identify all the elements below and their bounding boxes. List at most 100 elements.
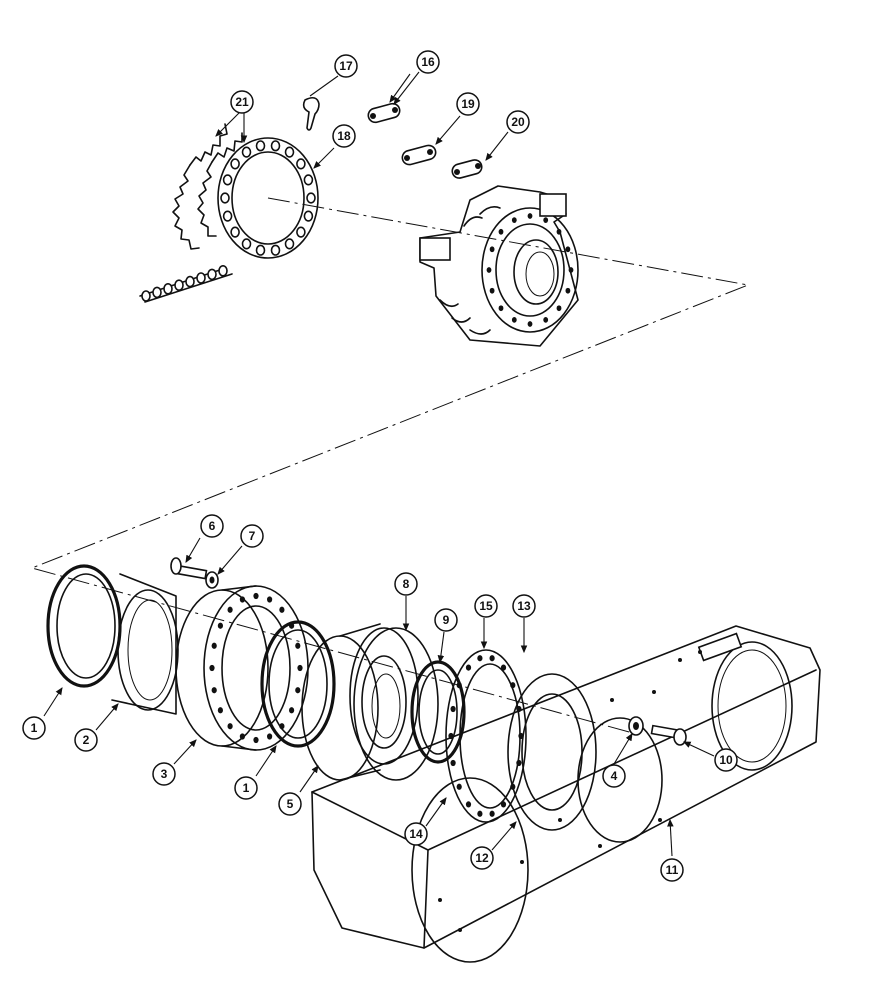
hub-bolt-hole <box>527 321 533 327</box>
ring-gear-bolt-hole <box>450 759 456 767</box>
callout-15: 15 <box>474 594 498 618</box>
flange-bolt-hole <box>267 733 273 740</box>
callout-9: 9 <box>434 608 458 632</box>
ring-gear-bolt-hole <box>450 705 456 713</box>
flange-bolt-hole <box>295 642 301 649</box>
chaincase-housing-11 <box>311 625 821 963</box>
o-ring-1a <box>46 564 122 688</box>
chain-roller <box>241 146 252 158</box>
flange-bolt-hole <box>253 736 259 744</box>
washer-7 <box>205 571 219 589</box>
svg-text:9: 9 <box>443 613 450 627</box>
case-hole <box>598 844 602 848</box>
svg-text:7: 7 <box>249 529 256 543</box>
drive-chain <box>139 137 319 303</box>
svg-text:20: 20 <box>511 115 525 129</box>
svg-text:13: 13 <box>517 599 531 613</box>
hub-bolt-hole <box>511 317 517 323</box>
svg-text:11: 11 <box>666 863 679 877</box>
case-hole <box>558 818 562 822</box>
drive-hub-housing <box>419 185 579 347</box>
svg-text:8: 8 <box>403 577 410 591</box>
ring-gear-15 <box>445 649 527 823</box>
flange-bolt-hole <box>217 707 223 714</box>
chain-roller <box>303 174 314 186</box>
callout-2: 2 <box>74 728 98 752</box>
chain-roller <box>218 264 228 277</box>
svg-text:21: 21 <box>235 95 249 109</box>
chain-roller <box>220 192 230 204</box>
flange-bolt-hole <box>227 606 233 613</box>
chain-roller <box>222 174 233 186</box>
case-hole <box>438 898 442 902</box>
hub-bolt-hole <box>489 287 495 294</box>
o-ring-1b <box>260 620 336 748</box>
callout-17: 17 <box>334 54 358 78</box>
callout-7: 7 <box>240 524 264 548</box>
link-20 <box>451 159 483 179</box>
chain-roller <box>152 286 162 299</box>
bolt-6 <box>170 557 208 580</box>
gear-hub-8 <box>353 627 439 781</box>
ring-gear-bolt-hole <box>489 655 495 662</box>
chain-roller <box>163 282 173 295</box>
flange-bolt-hole <box>227 723 233 730</box>
callout-18: 18 <box>332 124 356 148</box>
case-hole <box>458 928 462 932</box>
case-hole <box>520 860 524 864</box>
flange-bolt-hole <box>217 622 223 629</box>
svg-text:1: 1 <box>31 721 38 735</box>
callout-20: 20 <box>506 110 530 134</box>
svg-text:5: 5 <box>287 797 294 811</box>
offset-link-19 <box>401 144 437 166</box>
svg-text:19: 19 <box>461 97 475 111</box>
callout-10: 10 <box>714 748 738 772</box>
sprocket-pair <box>172 123 243 250</box>
ring-gear-bolt-hole <box>465 801 472 808</box>
chain-roller <box>255 244 266 256</box>
connecting-link-16 <box>367 71 420 124</box>
hub-bolt-hole <box>498 228 504 235</box>
svg-text:3: 3 <box>161 767 168 781</box>
leader-lines <box>43 73 715 857</box>
callout-4: 4 <box>602 764 626 788</box>
chain-roller <box>306 192 316 204</box>
chain-roller <box>230 158 240 170</box>
ring-gear-bolt-hole <box>456 783 462 790</box>
svg-text:10: 10 <box>719 753 733 767</box>
callout-1b: 1 <box>234 776 258 800</box>
chain-roller <box>241 238 252 250</box>
cotter-pin <box>302 75 339 131</box>
hub-bolt-hole <box>565 246 571 253</box>
flange-bolt-hole <box>297 664 303 672</box>
callout-13: 13 <box>512 594 536 618</box>
callout-12: 12 <box>470 846 494 870</box>
flange-bolt-hole <box>239 733 245 740</box>
hub-bolt-hole <box>489 246 495 253</box>
svg-text:1: 1 <box>243 781 250 795</box>
callout-21: 21 <box>230 90 254 114</box>
callout-19: 19 <box>456 92 480 116</box>
washer-4 <box>628 716 644 736</box>
ring-gear-bolt-hole <box>516 759 522 767</box>
bolt-10 <box>650 724 687 746</box>
chain-roller <box>222 210 233 222</box>
flange-bolt-hole <box>209 664 215 672</box>
chain-roller <box>207 268 217 281</box>
ring-gear-bolt-hole <box>465 664 472 671</box>
ring-gear-bolt-hole <box>510 682 516 689</box>
case-hole <box>678 658 682 662</box>
callout-8: 8 <box>394 572 418 596</box>
ring-gear-bolt-hole <box>477 655 483 662</box>
chain-roller <box>196 272 206 284</box>
case-hole <box>610 698 614 702</box>
callout-3: 3 <box>152 762 176 786</box>
flange-bolt-hole <box>211 687 217 694</box>
callouts: 21 17 16 18 19 20 6 7 1 2 3 1 5 8 9 15 1… <box>22 50 738 882</box>
flange-bolt-hole <box>239 596 245 603</box>
ring-gear-bolt-hole <box>500 801 507 808</box>
hub-bolt-hole <box>527 213 533 219</box>
case-hole <box>658 818 662 822</box>
seal-ring-2 <box>111 573 179 715</box>
